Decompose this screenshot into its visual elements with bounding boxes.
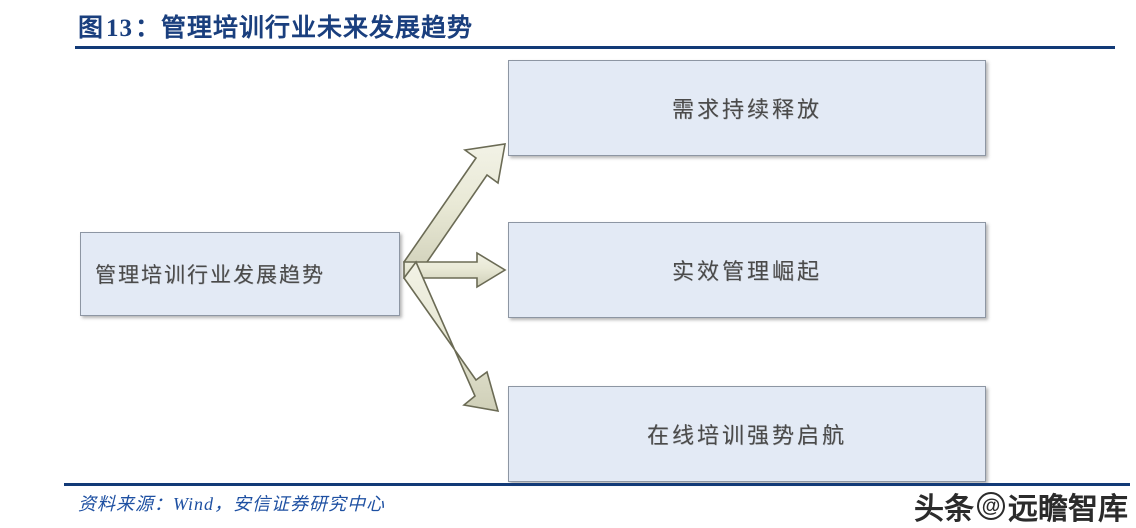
title-divider <box>75 46 1115 49</box>
source-divider <box>64 483 1130 486</box>
watermark-prefix: 头条 <box>914 493 974 526</box>
arrow-to-branch-1 <box>403 143 506 280</box>
diagram-canvas: 管理培训行业发展趋势 需求持续释放 实效管理崛起 在线培训强势启航 <box>0 50 1136 482</box>
figure-label: 图 <box>78 15 105 42</box>
node-branch-2[interactable]: 实效管理崛起 <box>508 222 986 318</box>
node-root-label: 管理培训行业发展趋势 <box>95 263 325 287</box>
figure-title: 图13：管理培训行业未来发展趋势 <box>78 8 473 44</box>
node-branch-3-label: 在线培训强势启航 <box>646 423 847 448</box>
figure-title-text: 管理培训行业未来发展趋势 <box>161 15 474 42</box>
node-branch-2-label: 实效管理崛起 <box>671 259 822 284</box>
figure-separator: ： <box>135 15 162 42</box>
node-branch-1-label: 需求持续释放 <box>671 97 822 122</box>
source-note: 资料来源：Wind，安信证券研究中心 <box>78 494 386 514</box>
node-root[interactable]: 管理培训行业发展趋势 <box>80 232 400 316</box>
watermark-name: 远瞻智库 <box>1008 493 1128 526</box>
at-icon: @ <box>977 492 1005 520</box>
node-branch-3[interactable]: 在线培训强势启航 <box>508 386 986 482</box>
arrow-to-branch-3 <box>403 260 500 413</box>
figure-number: 13 <box>106 15 134 42</box>
node-branch-1[interactable]: 需求持续释放 <box>508 60 986 156</box>
watermark: 头条 @ 远瞻智库 <box>914 484 1128 528</box>
arrow-to-branch-2 <box>403 251 507 289</box>
